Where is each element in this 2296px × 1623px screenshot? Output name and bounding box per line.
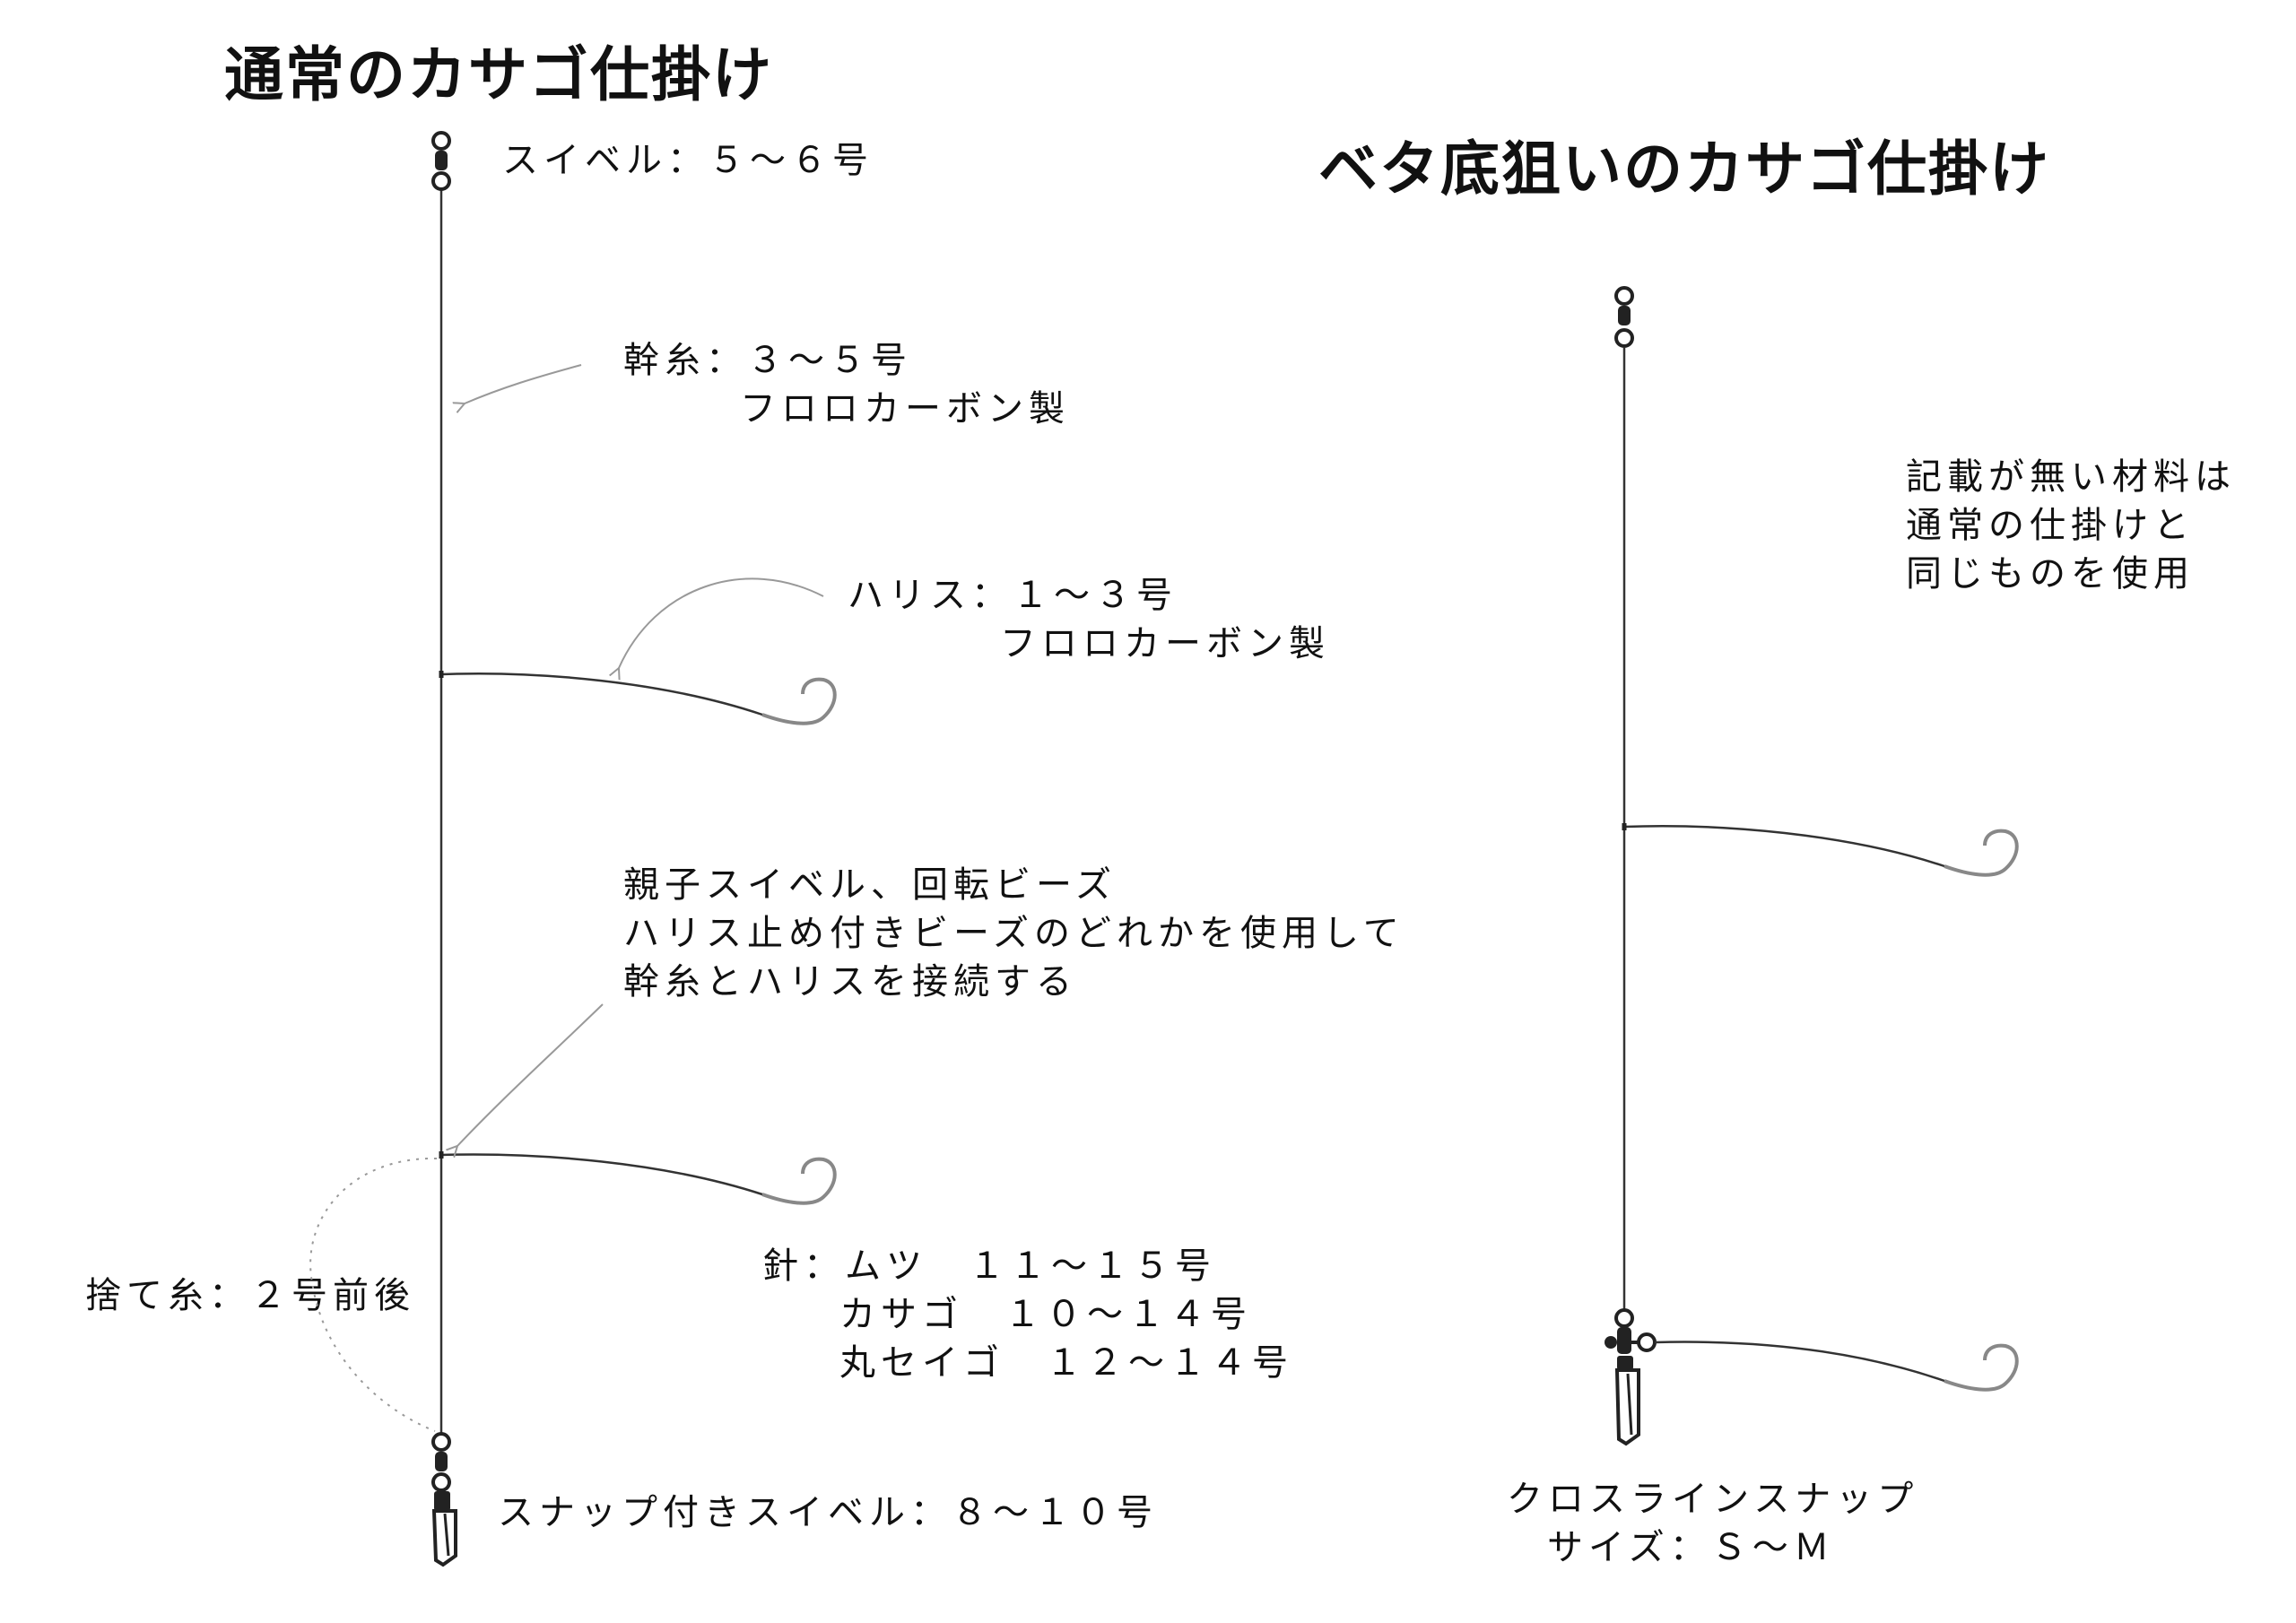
- label-swivel: スイベル：５～６号: [502, 140, 874, 181]
- label-connector: 親子スイベル、回転ビーズ ハリス止め付きビーズのどれかを使用して 幹糸とハリスを…: [623, 861, 1405, 1006]
- label-hook-line2: カサゴ １０～１４号: [839, 1294, 1252, 1335]
- label-note-line3: 同じものを使用: [1906, 553, 2195, 595]
- left-sute-ito-arc: [309, 1157, 438, 1432]
- label-connector-line1: 親子スイベル、回転ビーズ: [623, 864, 1117, 906]
- title-normal-rig: 通常のカサゴ仕掛け: [224, 40, 773, 109]
- label-note-line2: 通常の仕掛けと: [1906, 505, 2195, 546]
- right-branch-2-line: [1654, 1341, 1945, 1383]
- label-cross-snap: クロスラインスナップ サイズ：Ｓ～Ｍ: [1507, 1475, 1918, 1572]
- label-cross-snap-line2: サイズ：Ｓ～Ｍ: [1547, 1527, 1835, 1568]
- left-branch-2-line: [440, 1153, 763, 1196]
- label-harisu-line1: ハリス：１～３号: [848, 575, 1178, 616]
- left-snap-swivel-icon: [431, 1432, 457, 1567]
- label-hook: 針：ムツ １１～１５号 カサゴ １０～１４号 丸セイゴ １２～１４号: [762, 1242, 1293, 1387]
- arrow-main-line: [465, 364, 582, 404]
- label-note: 記載が無い材料は 通常の仕掛けと 同じものを使用: [1906, 453, 2236, 598]
- left-hook-1-icon: [761, 677, 837, 725]
- label-main-line-line2: フロロカーボン製: [740, 388, 1070, 430]
- arrow-harisu: [619, 577, 824, 668]
- label-harisu-line2: フロロカーボン製: [1000, 623, 1330, 664]
- right-branch-1-line: [1623, 825, 1945, 868]
- label-connector-line2: ハリス止め付きビーズのどれかを使用して: [623, 913, 1405, 954]
- label-snap-swivel: スナップ付きスイベル：８～１０号: [498, 1492, 1158, 1533]
- label-main-line-line1: 幹糸：３～５号: [623, 340, 912, 381]
- label-hook-line1: 針：ムツ １１～１５号: [762, 1245, 1216, 1287]
- right-hook-1-icon: [1944, 829, 2019, 877]
- label-main-line: 幹糸：３～５号 フロロカーボン製: [623, 336, 1070, 433]
- right-cross-snap-icon: [1605, 1308, 1657, 1446]
- left-branch-1-line: [440, 673, 763, 716]
- label-sute-ito: 捨て糸：２号前後: [85, 1275, 415, 1316]
- label-connector-line3: 幹糸とハリスを接続する: [623, 961, 1077, 1002]
- label-note-line1: 記載が無い材料は: [1906, 456, 2236, 498]
- left-top-swivel-icon: [431, 131, 451, 191]
- arrow-connector: [457, 1003, 604, 1146]
- label-harisu: ハリス：１～３号 フロロカーボン製: [848, 571, 1330, 668]
- label-cross-snap-line1: クロスラインスナップ: [1507, 1479, 1919, 1520]
- right-top-swivel-icon: [1614, 286, 1634, 348]
- left-hook-2-icon: [761, 1157, 837, 1205]
- label-hook-line3: 丸セイゴ １２～１４号: [839, 1342, 1293, 1384]
- right-hook-2-icon: [1944, 1343, 2019, 1392]
- title-beta-rig: ベタ底狙いのカサゴ仕掛け: [1318, 135, 2050, 204]
